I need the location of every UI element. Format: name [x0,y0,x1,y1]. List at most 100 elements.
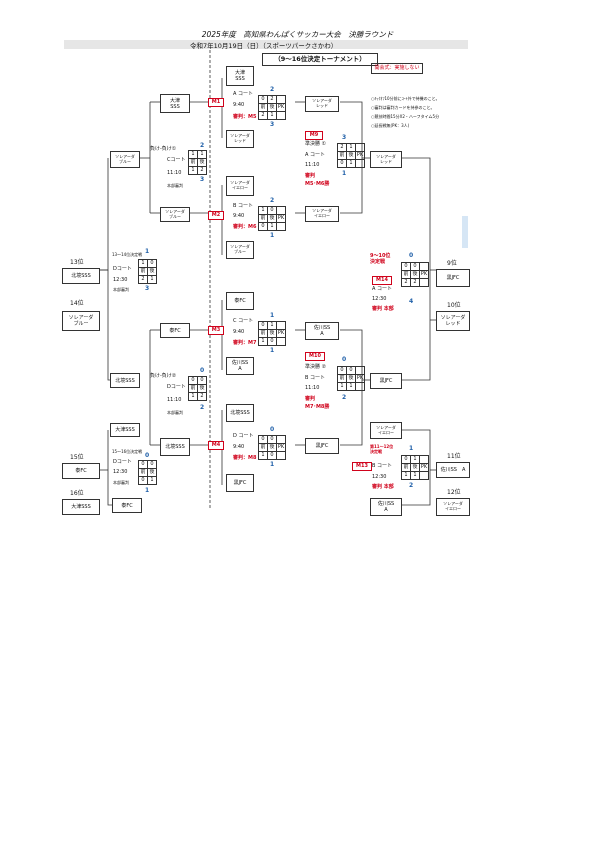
team-taifc-15: 泰FC [62,463,100,479]
team-soleado-yellow-12: ソレアーダ イエロー [436,498,470,516]
f1314-bottom: 3 [145,285,150,292]
team-taifc-1516: 泰FC [112,498,142,513]
team-sakawa-a-qf3: 佐川SS A [226,357,254,375]
m1-tag: M1 [208,98,224,107]
event-date: 令和7年10月19日（日）（スポーツパークさかわ） [190,42,338,50]
team-kuro-qf4: 黒JFC [226,474,254,492]
m4-bottom: 1 [270,461,275,468]
team-kuro-final: 黒JFC [370,373,402,389]
m3-top: 1 [270,312,275,319]
f1516-bottom: 1 [145,487,150,494]
final1314-label: 13～14位決定戦 [112,252,143,257]
sf1-ref: 審判 [305,173,316,179]
note-3: ○競技時間15分X2・ハーフタイム5分 [371,114,440,119]
f1314-top: 1 [145,248,150,255]
team-soleado-red-qf1: ソレアーダ レッド [226,130,254,148]
final1314-time: 12:30 [113,277,128,283]
qf3-court: C コート [233,318,254,324]
team-kuro-sf2: 黒JFC [305,438,339,454]
l1-bottom: 3 [200,176,205,183]
m10-tag: M10 [305,352,325,361]
final1516-ref: 本部審判 [113,480,129,485]
qf1-ref: 審判：M5 [233,114,257,120]
page-title: 2025年度 高知県わんぱくサッカー大会 決勝ラウンド [201,30,394,39]
note-2: ○審判は審判カードを持参のこと。 [371,105,435,110]
team-soleado-blue-14: ソレアーダ ブルー [62,311,100,331]
team-soleado-red-10: ソレアーダ レッド [436,311,470,331]
date-band [64,40,468,49]
qf4-ref: 審判：M8 [233,455,257,461]
qf1-time: 9:40 [233,102,245,108]
qf3-ref: 審判：M7 [233,340,257,346]
m4-top: 0 [270,426,275,433]
sf2-time: 11:10 [305,385,320,391]
loser2-court: Dコート [167,384,186,390]
team-taifc-qf3: 泰FC [226,292,254,310]
team-soleado-red-sf1: ソレアーダ レッド [305,96,339,112]
m3-tag: M3 [208,326,224,335]
team-soleado-yellow-1112: ソレアーダ イエロー [370,422,402,439]
m9-tag: M9 [305,131,323,140]
team-taifc-m3: 泰FC [160,323,190,338]
sf2-court: B コート [305,375,326,381]
highlight-bar [462,216,468,248]
team-kitasakai-l2: 北境SSS [110,373,140,388]
final910-ref: 審判 本部 [372,306,394,312]
team-soleado-yellow-sf1: ソレアーダ イエロー [305,206,339,222]
note-1: ○ｷｯｸｵﾌ10分前にｺｰﾄ外で待機のこと。 [371,96,440,101]
rank-16: 16位 [70,490,84,497]
rank-13: 13位 [70,259,84,266]
m3-bottom: 1 [270,347,275,354]
team-soleado-red-final: ソレアーダ レッド [370,151,402,168]
final910-court: A コート [372,286,393,292]
sf1-label: 準決勝 ① [305,141,327,147]
final910-label: 9～10位 決定戦 [370,253,391,266]
rank-14: 14位 [70,300,84,307]
m14-bottom: 4 [409,298,414,305]
qf3-time: 9:40 [233,329,245,335]
loser1-time: 11:10 [167,170,182,176]
team-kitasakai-13: 北境SSS [62,268,100,284]
rank-15: 15位 [70,454,84,461]
l2-top: 0 [200,367,205,374]
m14-top: 0 [409,252,414,259]
tournament-header: （9～16位決定トーナメント） [262,53,378,66]
l1-top: 2 [200,142,205,149]
final910-time: 12:30 [372,296,387,302]
final1314-court: Dコート [113,266,132,272]
loser1-label: 負け-負け① [150,146,177,152]
final1112-court: B コート [372,463,393,469]
final1516-time: 12:30 [113,469,128,475]
team-kitasakai-m4: 北境SSS [160,438,190,456]
m1-bottom: 3 [270,121,275,128]
opening-ceremony-note: 開会式：実施しない [371,63,423,74]
loser1-court: Cコート [167,157,186,163]
m10-bottom: 2 [342,394,347,401]
team-kuro-9: 黒JFC [436,269,470,287]
team-soleado-yellow-qf2: ソレアーダ イエロー [226,176,254,196]
sf2-ref-sub: M7･M8勝 [305,404,330,410]
f1516-top: 0 [145,452,150,459]
team-kitasakai-qf4: 北境SSS [226,404,254,422]
m2-tag: M2 [208,211,224,220]
m13-top: 1 [409,445,414,452]
l2-bottom: 2 [200,404,205,411]
m9-bottom: 1 [342,170,347,177]
rank-12: 12位 [447,489,461,496]
team-soleado-blue-m2: ソレアーダ ブルー [160,207,190,222]
team-otsu-qf1: 大津 SSS [226,66,254,86]
note-4: ○延長戦無(PK：3人) [371,123,410,128]
rank-9: 9位 [447,260,457,267]
m10-top: 0 [342,356,347,363]
team-soleado-blue-l1: ソレアーダ ブルー [110,151,140,168]
m9-top: 3 [342,134,347,141]
